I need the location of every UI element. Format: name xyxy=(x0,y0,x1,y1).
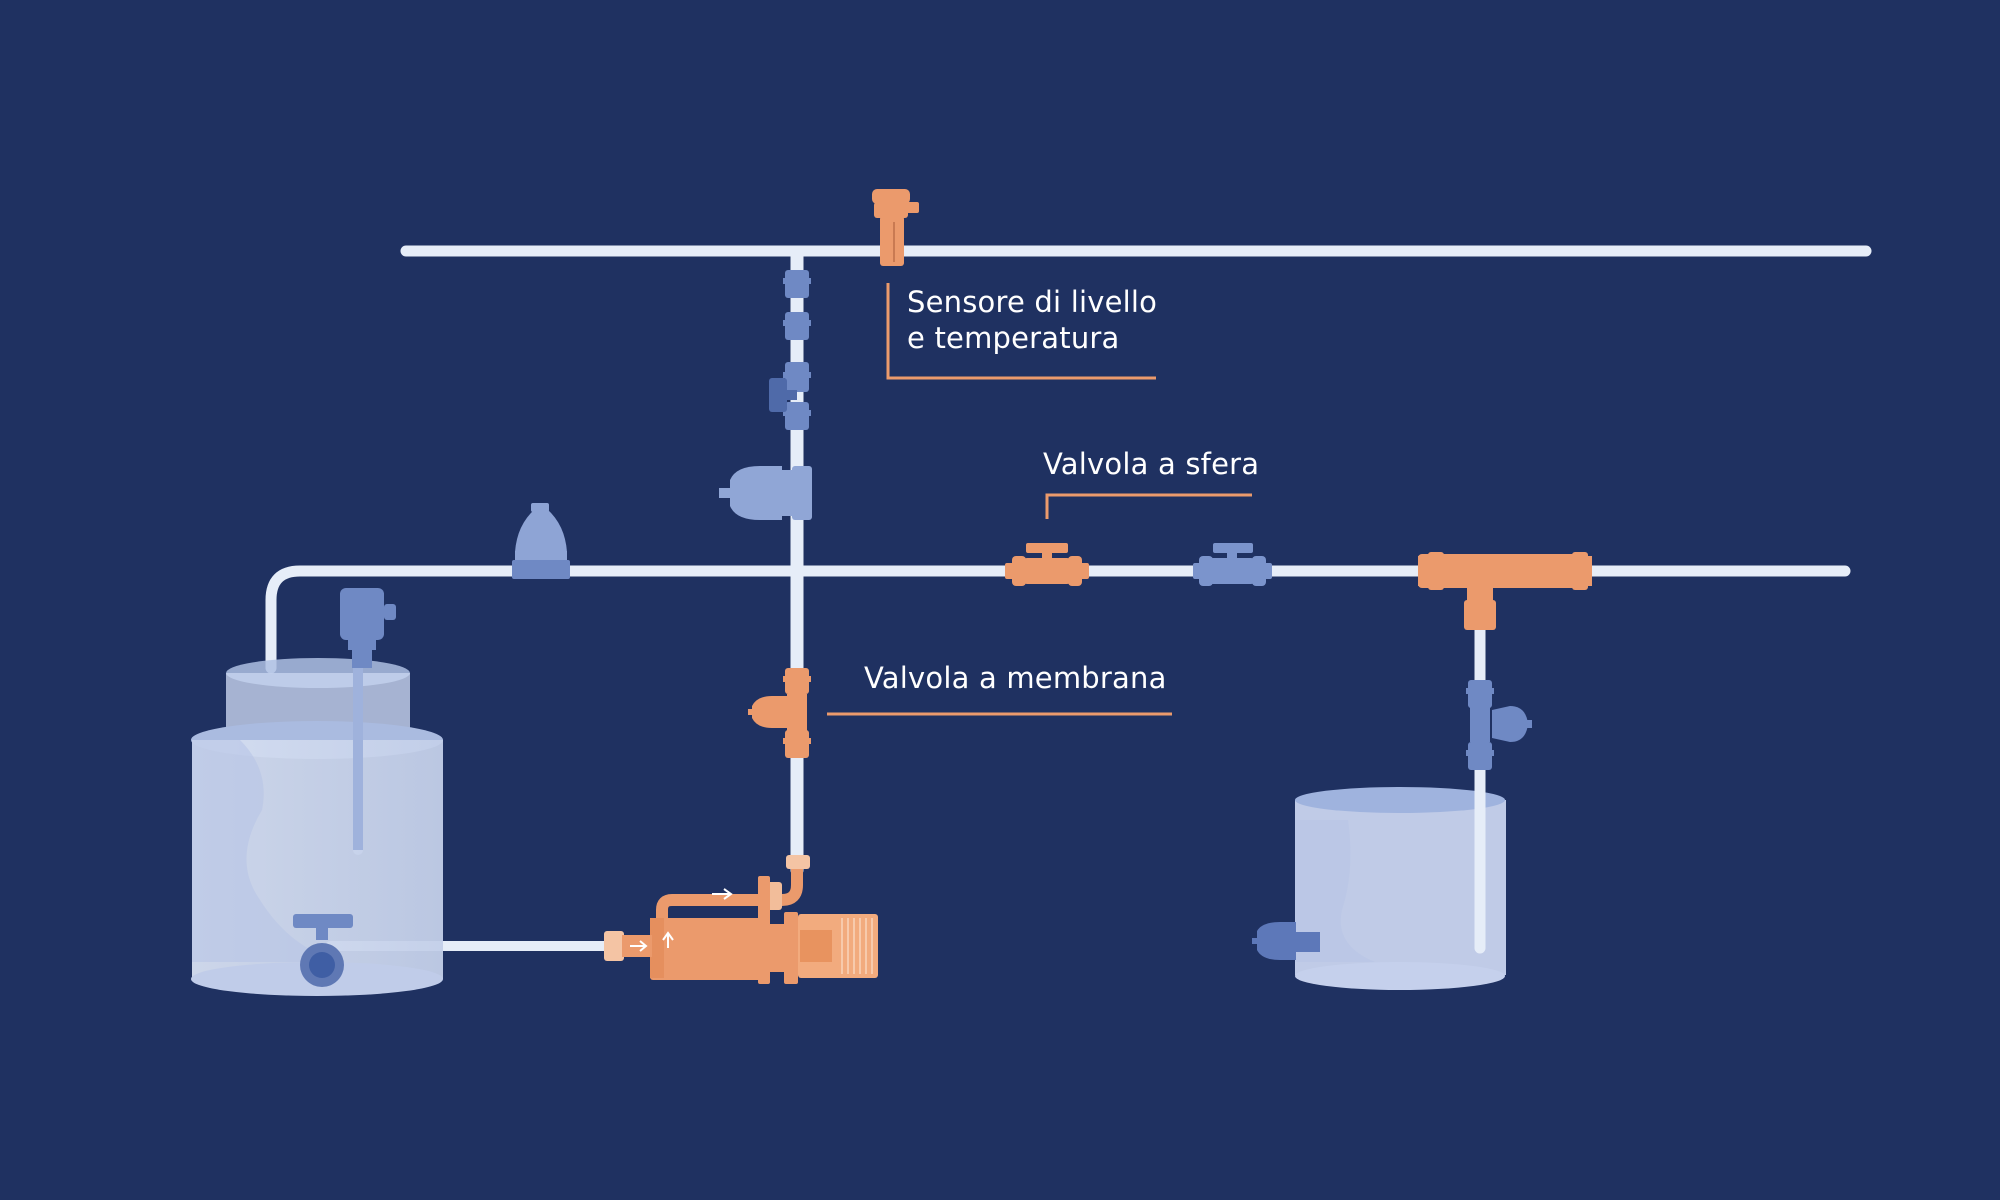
tank-liquid-shade xyxy=(192,740,340,962)
membrane-valve-label: Valvola a membrana xyxy=(864,661,1167,695)
riser-actuated-valve xyxy=(719,466,812,520)
right-tank-drain-valve xyxy=(1252,922,1320,960)
ball-valve-callout-line xyxy=(1045,493,1252,519)
right-tank-liquid-shade xyxy=(1295,820,1375,962)
level-temperature-sensor xyxy=(872,189,919,266)
ball-valve xyxy=(1005,543,1089,586)
left-storage-tank xyxy=(191,658,443,996)
ball-valve-label: Valvola a sfera xyxy=(1043,447,1260,481)
membrane-valve xyxy=(748,668,811,758)
branch-down-valve xyxy=(1466,680,1532,770)
tank-outlet-valve xyxy=(293,914,353,987)
right-storage-tank xyxy=(1295,784,1506,990)
diaphragm-valve-middle-line xyxy=(512,503,570,579)
secondary-ball-valve xyxy=(1193,543,1272,586)
tank-level-probe xyxy=(340,588,396,668)
pump-discharge-pipe xyxy=(656,866,803,922)
tee-fitting xyxy=(1418,552,1592,630)
right-tank-top xyxy=(1295,787,1505,813)
sensor-callout-line xyxy=(886,283,1156,380)
centrifugal-pump xyxy=(604,855,878,984)
sensor-label-line1: Sensore di livello xyxy=(907,285,1158,319)
riser-unions xyxy=(783,270,811,430)
sensor-label-line2: e temperatura xyxy=(907,321,1120,355)
callout-lines xyxy=(827,283,1252,716)
middle-line-pipe xyxy=(265,565,1851,674)
riser-handle-valve xyxy=(769,378,797,412)
right-tank-bottom xyxy=(1295,962,1505,990)
sensor-label: Sensore di livello e temperatura xyxy=(907,284,1157,356)
